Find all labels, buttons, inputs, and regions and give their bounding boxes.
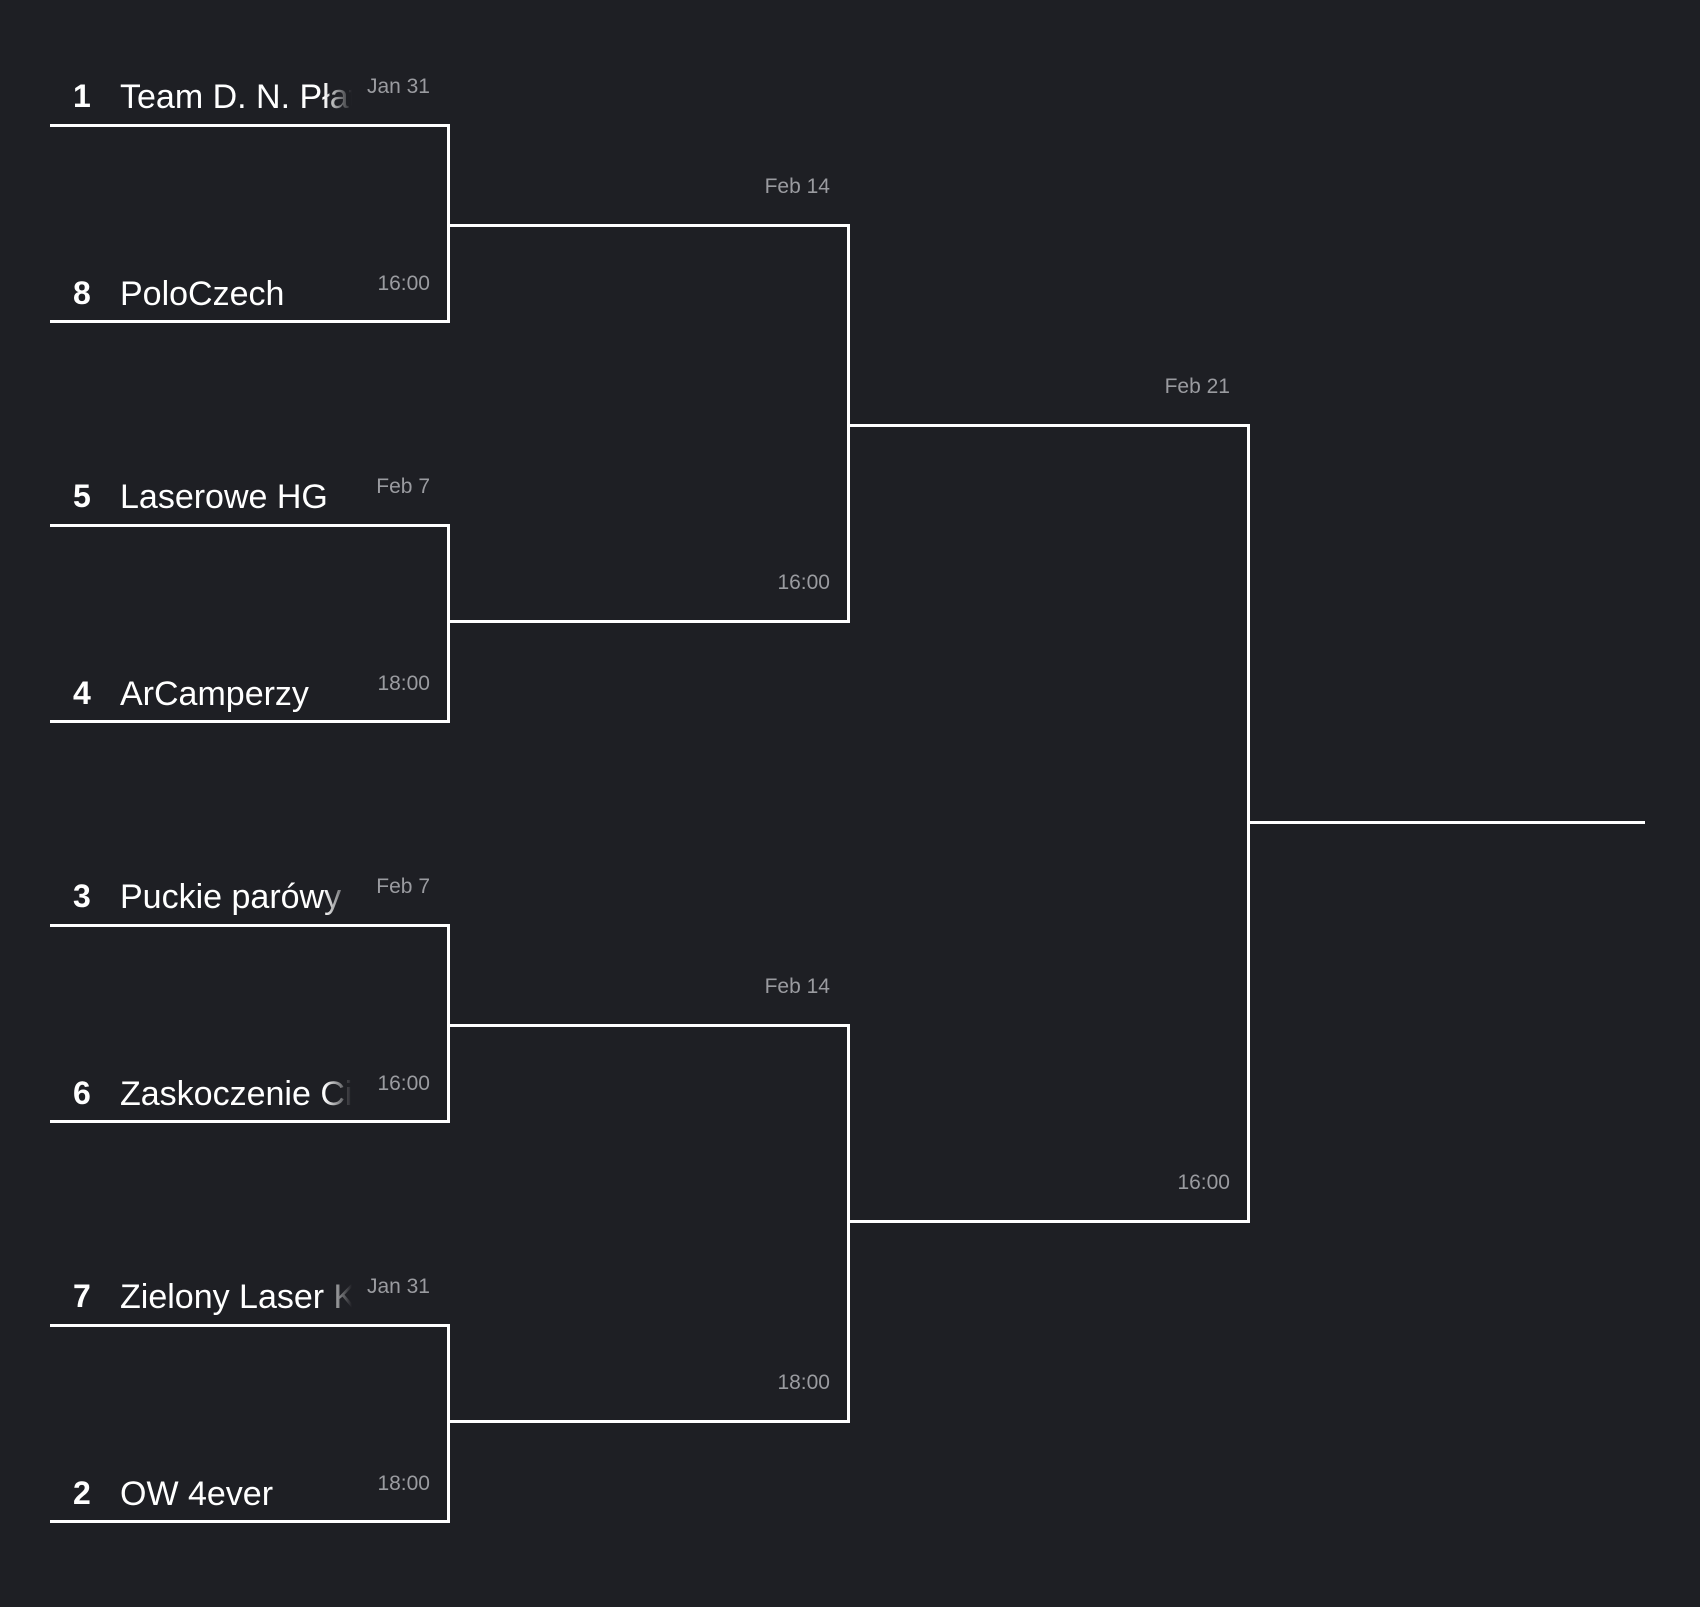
team-name: OW 4ever (120, 1475, 274, 1513)
bracket-line (450, 1420, 850, 1423)
seed-number: 2 (73, 1475, 91, 1511)
bracket-line (50, 124, 450, 127)
match-time: 18:00 (777, 1371, 830, 1394)
team-slot[interactable]: 1 Team D. N. Płato (50, 68, 450, 124)
bracket-line (1247, 424, 1250, 1223)
seed-number: 7 (73, 1278, 91, 1314)
team-name: Puckie parówy (120, 878, 342, 916)
match-date: Feb 21 (1164, 375, 1230, 398)
bracket-line (447, 924, 450, 1123)
match-time: 16:00 (377, 272, 430, 295)
team-slot[interactable]: 3 Puckie parówy (50, 868, 450, 924)
match-time: 18:00 (377, 672, 430, 695)
team-name: Zaskoczenie Cię (120, 1075, 352, 1113)
bracket-line (50, 524, 450, 527)
seed-number: 4 (73, 675, 91, 711)
match-date: Feb 7 (376, 475, 430, 498)
bracket-line (50, 1520, 450, 1523)
bracket-line (447, 524, 450, 723)
match-time: 16:00 (777, 571, 830, 594)
bracket-line (847, 224, 850, 623)
seed-number: 6 (73, 1075, 91, 1111)
team-name: Zielony Laser Ko (120, 1278, 352, 1316)
seed-number: 1 (73, 78, 91, 114)
team-slot[interactable]: 7 Zielony Laser Ko (50, 1268, 450, 1324)
seed-number: 8 (73, 275, 91, 311)
match-date: Feb 14 (764, 175, 830, 198)
bracket-line (850, 1220, 1250, 1223)
match-time: 18:00 (377, 1472, 430, 1495)
seed-number: 5 (73, 478, 91, 514)
match-date: Jan 31 (366, 1275, 430, 1298)
bracket-line (50, 1324, 450, 1327)
bracket-line (450, 1024, 850, 1027)
match-time: 16:00 (1177, 1171, 1230, 1194)
bracket-line (847, 1024, 850, 1423)
match-date: Jan 31 (366, 75, 430, 98)
match-time: 16:00 (377, 1072, 430, 1095)
match-date: Feb 14 (764, 975, 830, 998)
bracket-line (447, 124, 450, 323)
team-name: PoloCzech (120, 275, 285, 313)
team-slot[interactable]: 2 OW 4ever (50, 1465, 450, 1521)
team-name: Laserowe HG (120, 478, 328, 516)
bracket-line (450, 224, 850, 227)
bracket-line (50, 924, 450, 927)
bracket-line (50, 1120, 450, 1123)
team-slot[interactable]: 6 Zaskoczenie Cię (50, 1065, 450, 1121)
bracket-line (50, 320, 450, 323)
team-name: Team D. N. Płato (120, 78, 352, 116)
bracket-line (450, 620, 850, 623)
team-slot[interactable]: 5 Laserowe HG (50, 468, 450, 524)
bracket-line (447, 1324, 450, 1523)
bracket-line (850, 424, 1250, 427)
seed-number: 3 (73, 878, 91, 914)
team-name: ArCamperzy (120, 675, 309, 713)
team-slot[interactable]: 8 PoloCzech (50, 265, 450, 321)
bracket-line (50, 720, 450, 723)
match-date: Feb 7 (376, 875, 430, 898)
team-slot[interactable]: 4 ArCamperzy (50, 665, 450, 721)
bracket-line (1250, 821, 1645, 824)
